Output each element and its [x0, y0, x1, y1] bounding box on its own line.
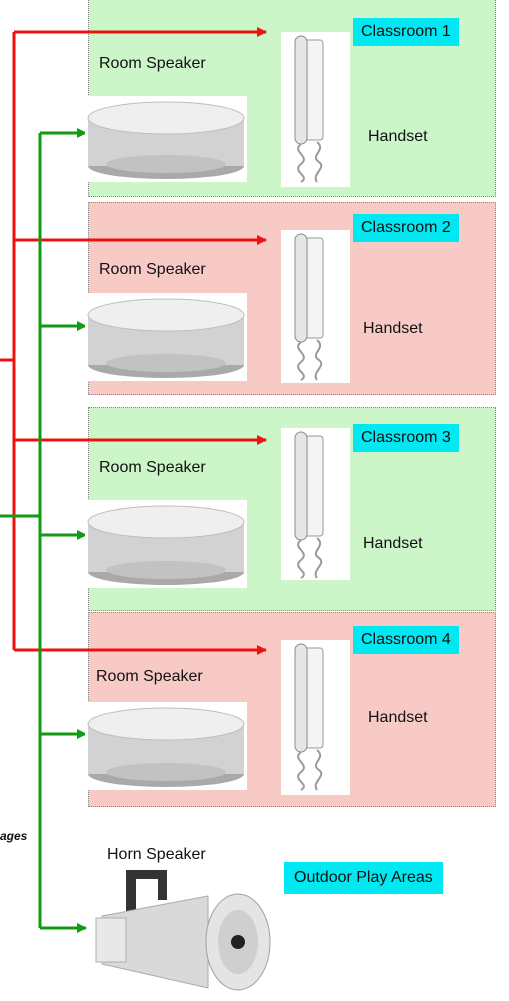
room-speaker-label: Room Speaker: [99, 55, 206, 72]
classroom-4-label: Classroom 4: [353, 626, 459, 654]
ceiling-speaker-icon: [85, 702, 247, 790]
room-speaker-label: Room Speaker: [96, 668, 203, 685]
room-speaker-label: Room Speaker: [99, 261, 206, 278]
classroom-1-label: Classroom 1: [353, 18, 459, 46]
horn-speaker-icon: [88, 866, 274, 996]
ceiling-speaker-icon: [85, 500, 247, 588]
handset-label: Handset: [363, 320, 423, 337]
ceiling-speaker-icon: [85, 293, 247, 381]
edge-text: ages: [0, 829, 28, 843]
handset-label: Handset: [368, 128, 428, 145]
handset-icon: [281, 32, 350, 187]
handset-icon: [281, 640, 350, 795]
speaker-lines: [0, 128, 87, 933]
handset-label: Handset: [363, 535, 423, 552]
intercom-lines: [0, 27, 267, 655]
handset-icon: [281, 230, 350, 383]
ceiling-speaker-icon: [85, 96, 247, 182]
handset-icon: [281, 428, 350, 580]
handset-label: Handset: [368, 709, 428, 726]
classroom-3-label: Classroom 3: [353, 424, 459, 452]
horn-speaker-label: Horn Speaker: [107, 846, 206, 863]
outdoor-play-areas-label: Outdoor Play Areas: [284, 862, 443, 894]
room-speaker-label: Room Speaker: [99, 459, 206, 476]
classroom-2-label: Classroom 2: [353, 214, 459, 242]
